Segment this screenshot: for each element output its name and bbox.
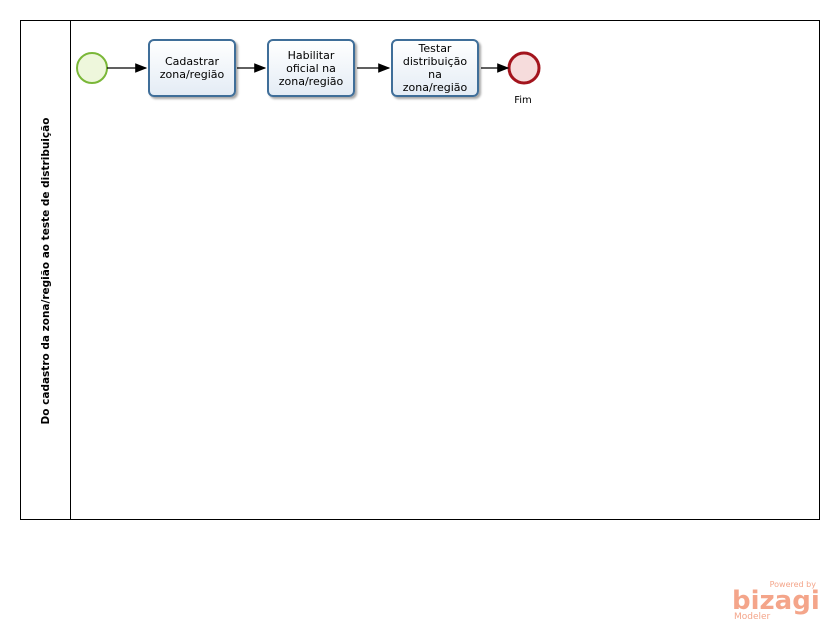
task-label: Testar distribuição na zona/região	[402, 42, 468, 94]
logo-product-text: Modeler	[734, 612, 771, 622]
task-habilitar-oficial[interactable]: Habilitar oficial na zona/região	[267, 39, 355, 97]
start-event[interactable]	[76, 52, 108, 84]
task-label: Cadastrar zona/região	[159, 55, 225, 81]
pool: Do cadastro da zona/região ao teste de d…	[20, 20, 820, 520]
bizagi-logo: Powered by bizagi Modeler	[732, 580, 822, 625]
logo-powered-text: Powered by	[769, 580, 816, 589]
task-testar-distribuicao[interactable]: Testar distribuição na zona/região	[391, 39, 479, 97]
end-event-label: Fim	[514, 95, 532, 106]
lane-header: Do cadastro da zona/região ao teste de d…	[21, 21, 71, 519]
task-cadastrar-zona-regiao[interactable]: Cadastrar zona/região	[148, 39, 236, 97]
end-event[interactable]	[507, 51, 541, 85]
task-label: Habilitar oficial na zona/região	[278, 48, 344, 88]
logo-brand-text: bizagi	[732, 586, 820, 616]
